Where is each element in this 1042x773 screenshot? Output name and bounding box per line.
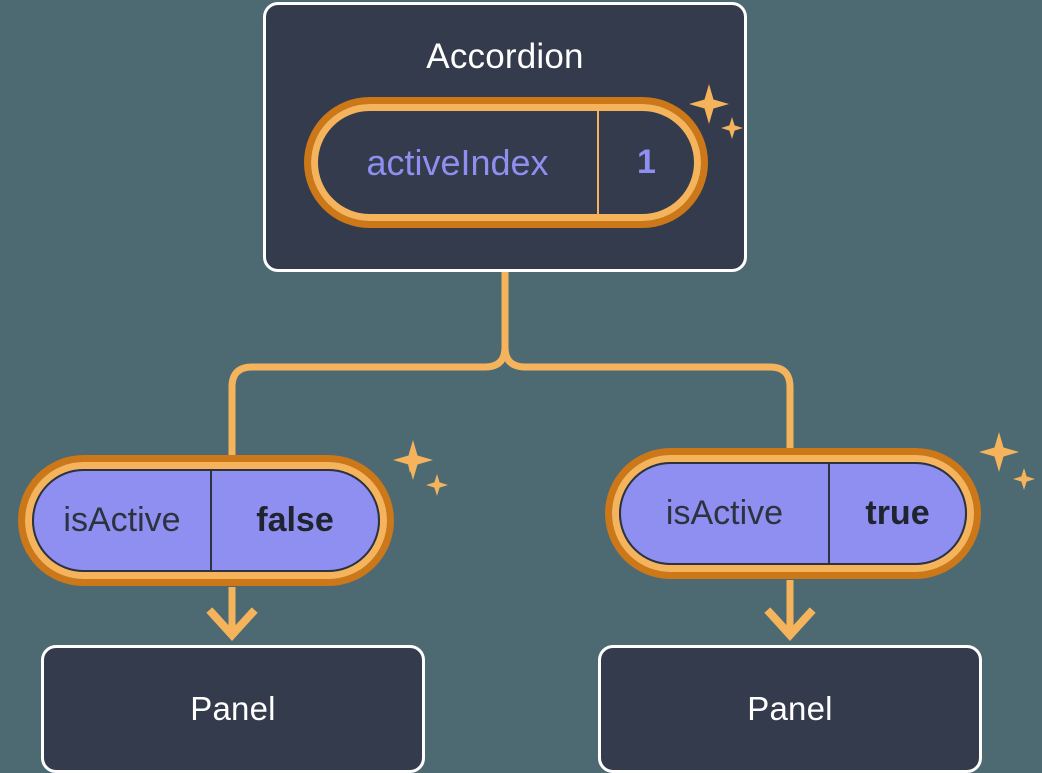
- accordion-title: Accordion: [426, 37, 584, 76]
- panel-title: Panel: [747, 690, 833, 727]
- connector-branch-left: [228, 346, 509, 460]
- state-pill-is-active-right[interactable]: isActive true: [612, 455, 974, 572]
- panel-node-right[interactable]: Panel: [598, 645, 982, 773]
- panel-node-left[interactable]: Panel: [41, 645, 425, 773]
- arrow-down-icon-right: [764, 607, 816, 641]
- state-value-label: 1: [637, 143, 656, 181]
- sparkle-icon: [392, 440, 450, 507]
- sparkle-icon: [399, 448, 425, 483]
- state-pill-is-active-left[interactable]: isActive false: [25, 462, 387, 579]
- state-key-label: isActive: [34, 471, 212, 570]
- state-pill-active-index[interactable]: activeIndex 1: [311, 104, 701, 221]
- state-key-label: activeIndex: [318, 111, 599, 214]
- connector-branch-right: [501, 346, 794, 455]
- sparkle-icon: [978, 432, 1038, 501]
- state-value-label: false: [256, 501, 334, 539]
- panel-title: Panel: [190, 690, 276, 727]
- state-value-label: true: [865, 494, 930, 532]
- state-pill-body: activeIndex 1: [318, 111, 694, 214]
- arrow-down-icon-left: [206, 607, 258, 641]
- state-pill-body: isActive false: [32, 469, 380, 572]
- state-key-label: isActive: [621, 464, 830, 563]
- state-pill-body: isActive true: [619, 462, 967, 565]
